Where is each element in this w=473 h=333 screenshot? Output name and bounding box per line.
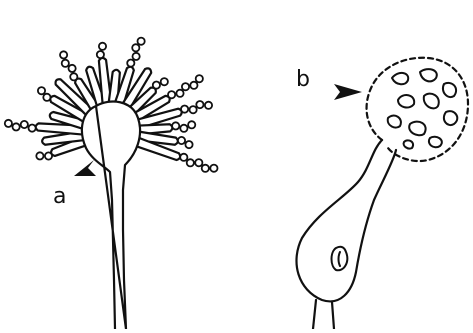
sporangiophore-body	[296, 140, 396, 301]
conidiophore-vesicle-and-stipe	[82, 102, 140, 329]
conidium	[45, 152, 52, 159]
conidium	[132, 44, 139, 51]
spore-clusters	[388, 69, 458, 148]
conidium	[190, 82, 197, 89]
conidium	[21, 121, 28, 128]
conidium	[180, 125, 187, 132]
conidium	[176, 90, 183, 97]
sporangium-wall	[367, 58, 468, 161]
conidium	[181, 106, 188, 113]
inclusion	[332, 247, 348, 270]
conidium	[178, 137, 185, 144]
conidium	[133, 53, 140, 60]
panel-label-a: a	[53, 186, 66, 208]
conidium	[28, 125, 35, 132]
conidium	[70, 73, 77, 80]
conidium	[138, 38, 145, 45]
conidium	[97, 51, 104, 58]
conidium	[161, 78, 168, 85]
conidium	[69, 65, 76, 72]
conidium	[187, 159, 194, 166]
conidium	[99, 43, 106, 50]
pointer-arrow-a	[74, 160, 96, 176]
conidium	[185, 141, 192, 148]
conidium	[180, 154, 187, 161]
conidium	[196, 101, 203, 108]
sporangiophore-stalk	[313, 300, 334, 329]
conidium	[196, 75, 203, 82]
conidium	[5, 120, 12, 127]
conidium	[195, 159, 202, 166]
conidium	[36, 152, 43, 159]
conidium	[127, 60, 134, 67]
conidium	[172, 122, 179, 129]
conidium	[190, 106, 197, 113]
conidium	[43, 94, 50, 101]
conidium	[202, 165, 209, 172]
panel-a-drawing	[5, 38, 218, 329]
conidium	[60, 51, 67, 58]
conidium	[62, 60, 69, 67]
conidium	[182, 83, 189, 90]
conidium	[205, 102, 212, 109]
conidium	[153, 82, 160, 89]
conidium	[168, 91, 175, 98]
panel-b-drawing	[296, 58, 468, 329]
conidium	[188, 121, 195, 128]
panel-label-b: b	[296, 69, 310, 91]
pointer-arrow-b	[334, 84, 362, 100]
conidium	[13, 123, 20, 130]
conidium	[210, 165, 217, 172]
conidium	[38, 87, 45, 94]
